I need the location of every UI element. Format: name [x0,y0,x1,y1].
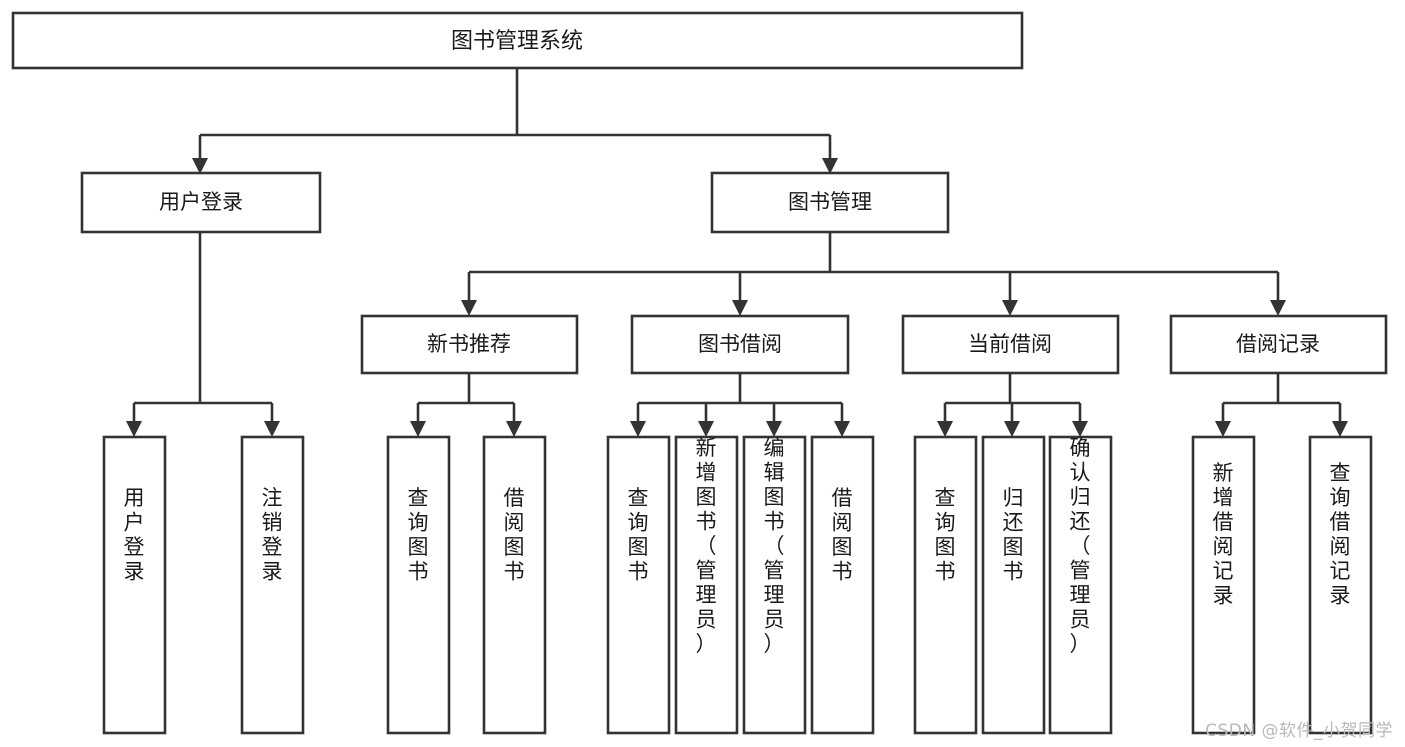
node-book-borrow-box[interactable] [630,314,850,375]
node-borrow-record-box[interactable] [1169,314,1388,375]
leaf-cb-confirm-return[interactable]: 确认归还（管理员） [1048,435,1113,735]
node-book-borrow-label: 图书借阅 [698,332,782,356]
arrowhead-bb-leaf-2 [698,421,714,437]
leaf-bb-edit-book-box[interactable] [742,435,807,735]
leaf-bb-add-book[interactable]: 新增图书（管理员） [674,435,739,735]
leaf-br-query-record[interactable]: 查询借阅记录 [1308,435,1373,735]
node-current-borrow-label: 当前借阅 [968,332,1052,356]
arrowhead-bb-leaf-4 [834,421,850,437]
leaf-bb-borrow-book[interactable]: 借阅图书 [810,435,875,735]
leaf-cb-query-book-label: 查询图书 [935,486,956,584]
arrowhead-cb-leaf-3 [1072,421,1088,437]
node-user-login-box[interactable] [80,171,322,234]
node-root-system[interactable]: 图书管理系统 [11,11,1024,70]
node-current-borrow[interactable]: 当前借阅 [901,314,1120,375]
leaf-br-add-record[interactable]: 新增借阅记录 [1191,435,1256,735]
leaf-logout[interactable]: 注销登录 [240,435,305,735]
leaf-br-add-record-label: 新增借阅记录 [1213,461,1234,608]
leaf-logout-box[interactable] [240,435,305,735]
leaf-cb-query-book[interactable]: 查询图书 [913,435,978,735]
node-user-login-label: 用户登录 [159,190,243,214]
arrowhead-cb-leaf-1 [937,421,953,437]
node-root-system-box[interactable] [11,11,1024,70]
leaf-bb-query-book-label: 查询图书 [628,486,649,584]
arrowhead-br-leaf-2 [1332,421,1348,437]
node-book-management[interactable]: 图书管理 [710,171,950,234]
leaf-cb-return-book-label: 归还图书 [1003,486,1024,584]
leaf-bb-query-book-box[interactable] [606,435,671,735]
leaf-br-add-record-box[interactable] [1191,435,1256,735]
leaf-nbr-query-book-label: 查询图书 [408,486,429,584]
leaf-br-query-record-box[interactable] [1308,435,1373,735]
leaf-cb-confirm-return-box[interactable] [1048,435,1113,735]
arrowhead-leaf-logout [264,421,280,437]
node-new-book-recommend-label: 新书推荐 [427,332,511,356]
node-user-login[interactable]: 用户登录 [80,171,322,234]
leaf-bb-add-book-label: 新增图书（管理员） [696,436,717,656]
leaf-bb-add-book-box[interactable] [674,435,739,735]
arrowhead-leaf-user-login [126,421,142,437]
node-current-borrow-box[interactable] [901,314,1120,375]
node-borrow-record-label: 借阅记录 [1236,332,1320,356]
node-new-book-recommend[interactable]: 新书推荐 [360,314,579,375]
arrowhead-user-login [192,158,208,174]
arrowhead-new-book-rec [461,300,477,316]
leaf-cb-return-book[interactable]: 归还图书 [981,435,1046,735]
arrowhead-book-mgmt [822,158,838,174]
arrowhead-borrow-record [1270,300,1286,316]
node-new-book-recommend-box[interactable] [360,314,579,375]
leaf-nbr-query-book-box[interactable] [386,435,451,735]
leaf-bb-query-book[interactable]: 查询图书 [606,435,671,735]
node-root-system-label: 图书管理系统 [451,29,583,54]
leaf-br-query-record-label: 查询借阅记录 [1330,461,1351,608]
leaf-bb-edit-book-label: 编辑图书（管理员） [764,436,785,656]
leaf-cb-return-book-box[interactable] [981,435,1046,735]
leaf-nbr-borrow-book-box[interactable] [482,435,547,735]
arrowhead-bb-leaf-3 [766,421,782,437]
leaf-cb-confirm-return-label: 确认归还（管理员） [1070,436,1091,656]
node-book-management-label: 图书管理 [788,190,872,214]
arrowhead-current-borrow [1002,300,1018,316]
leaf-user-login[interactable]: 用户登录 [102,435,167,735]
arrowhead-nbr-leaf-1 [410,421,426,437]
node-book-borrow[interactable]: 图书借阅 [630,314,850,375]
arrowhead-br-leaf-1 [1215,421,1231,437]
leaf-nbr-query-book[interactable]: 查询图书 [386,435,451,735]
leaf-user-login-label: 用户登录 [124,486,145,584]
leaf-bb-borrow-book-box[interactable] [810,435,875,735]
node-borrow-record[interactable]: 借阅记录 [1169,314,1388,375]
leaf-logout-label: 注销登录 [262,486,283,584]
arrowhead-bb-leaf-1 [630,421,646,437]
leaf-user-login-box[interactable] [102,435,167,735]
leaf-bb-borrow-book-label: 借阅图书 [832,486,853,584]
arrowhead-cb-leaf-2 [1004,421,1020,437]
arrowhead-nbr-leaf-2 [506,421,522,437]
leaf-nbr-borrow-book-label: 借阅图书 [504,486,525,584]
csdn-watermark: CSDN @软件_小贺同学 [1205,721,1393,741]
connector-layer [126,68,1348,437]
node-book-management-box[interactable] [710,171,950,234]
leaf-bb-edit-book[interactable]: 编辑图书（管理员） [742,435,807,735]
arrowhead-book-borrow [732,300,748,316]
leaf-nbr-borrow-book[interactable]: 借阅图书 [482,435,547,735]
leaf-cb-query-book-box[interactable] [913,435,978,735]
